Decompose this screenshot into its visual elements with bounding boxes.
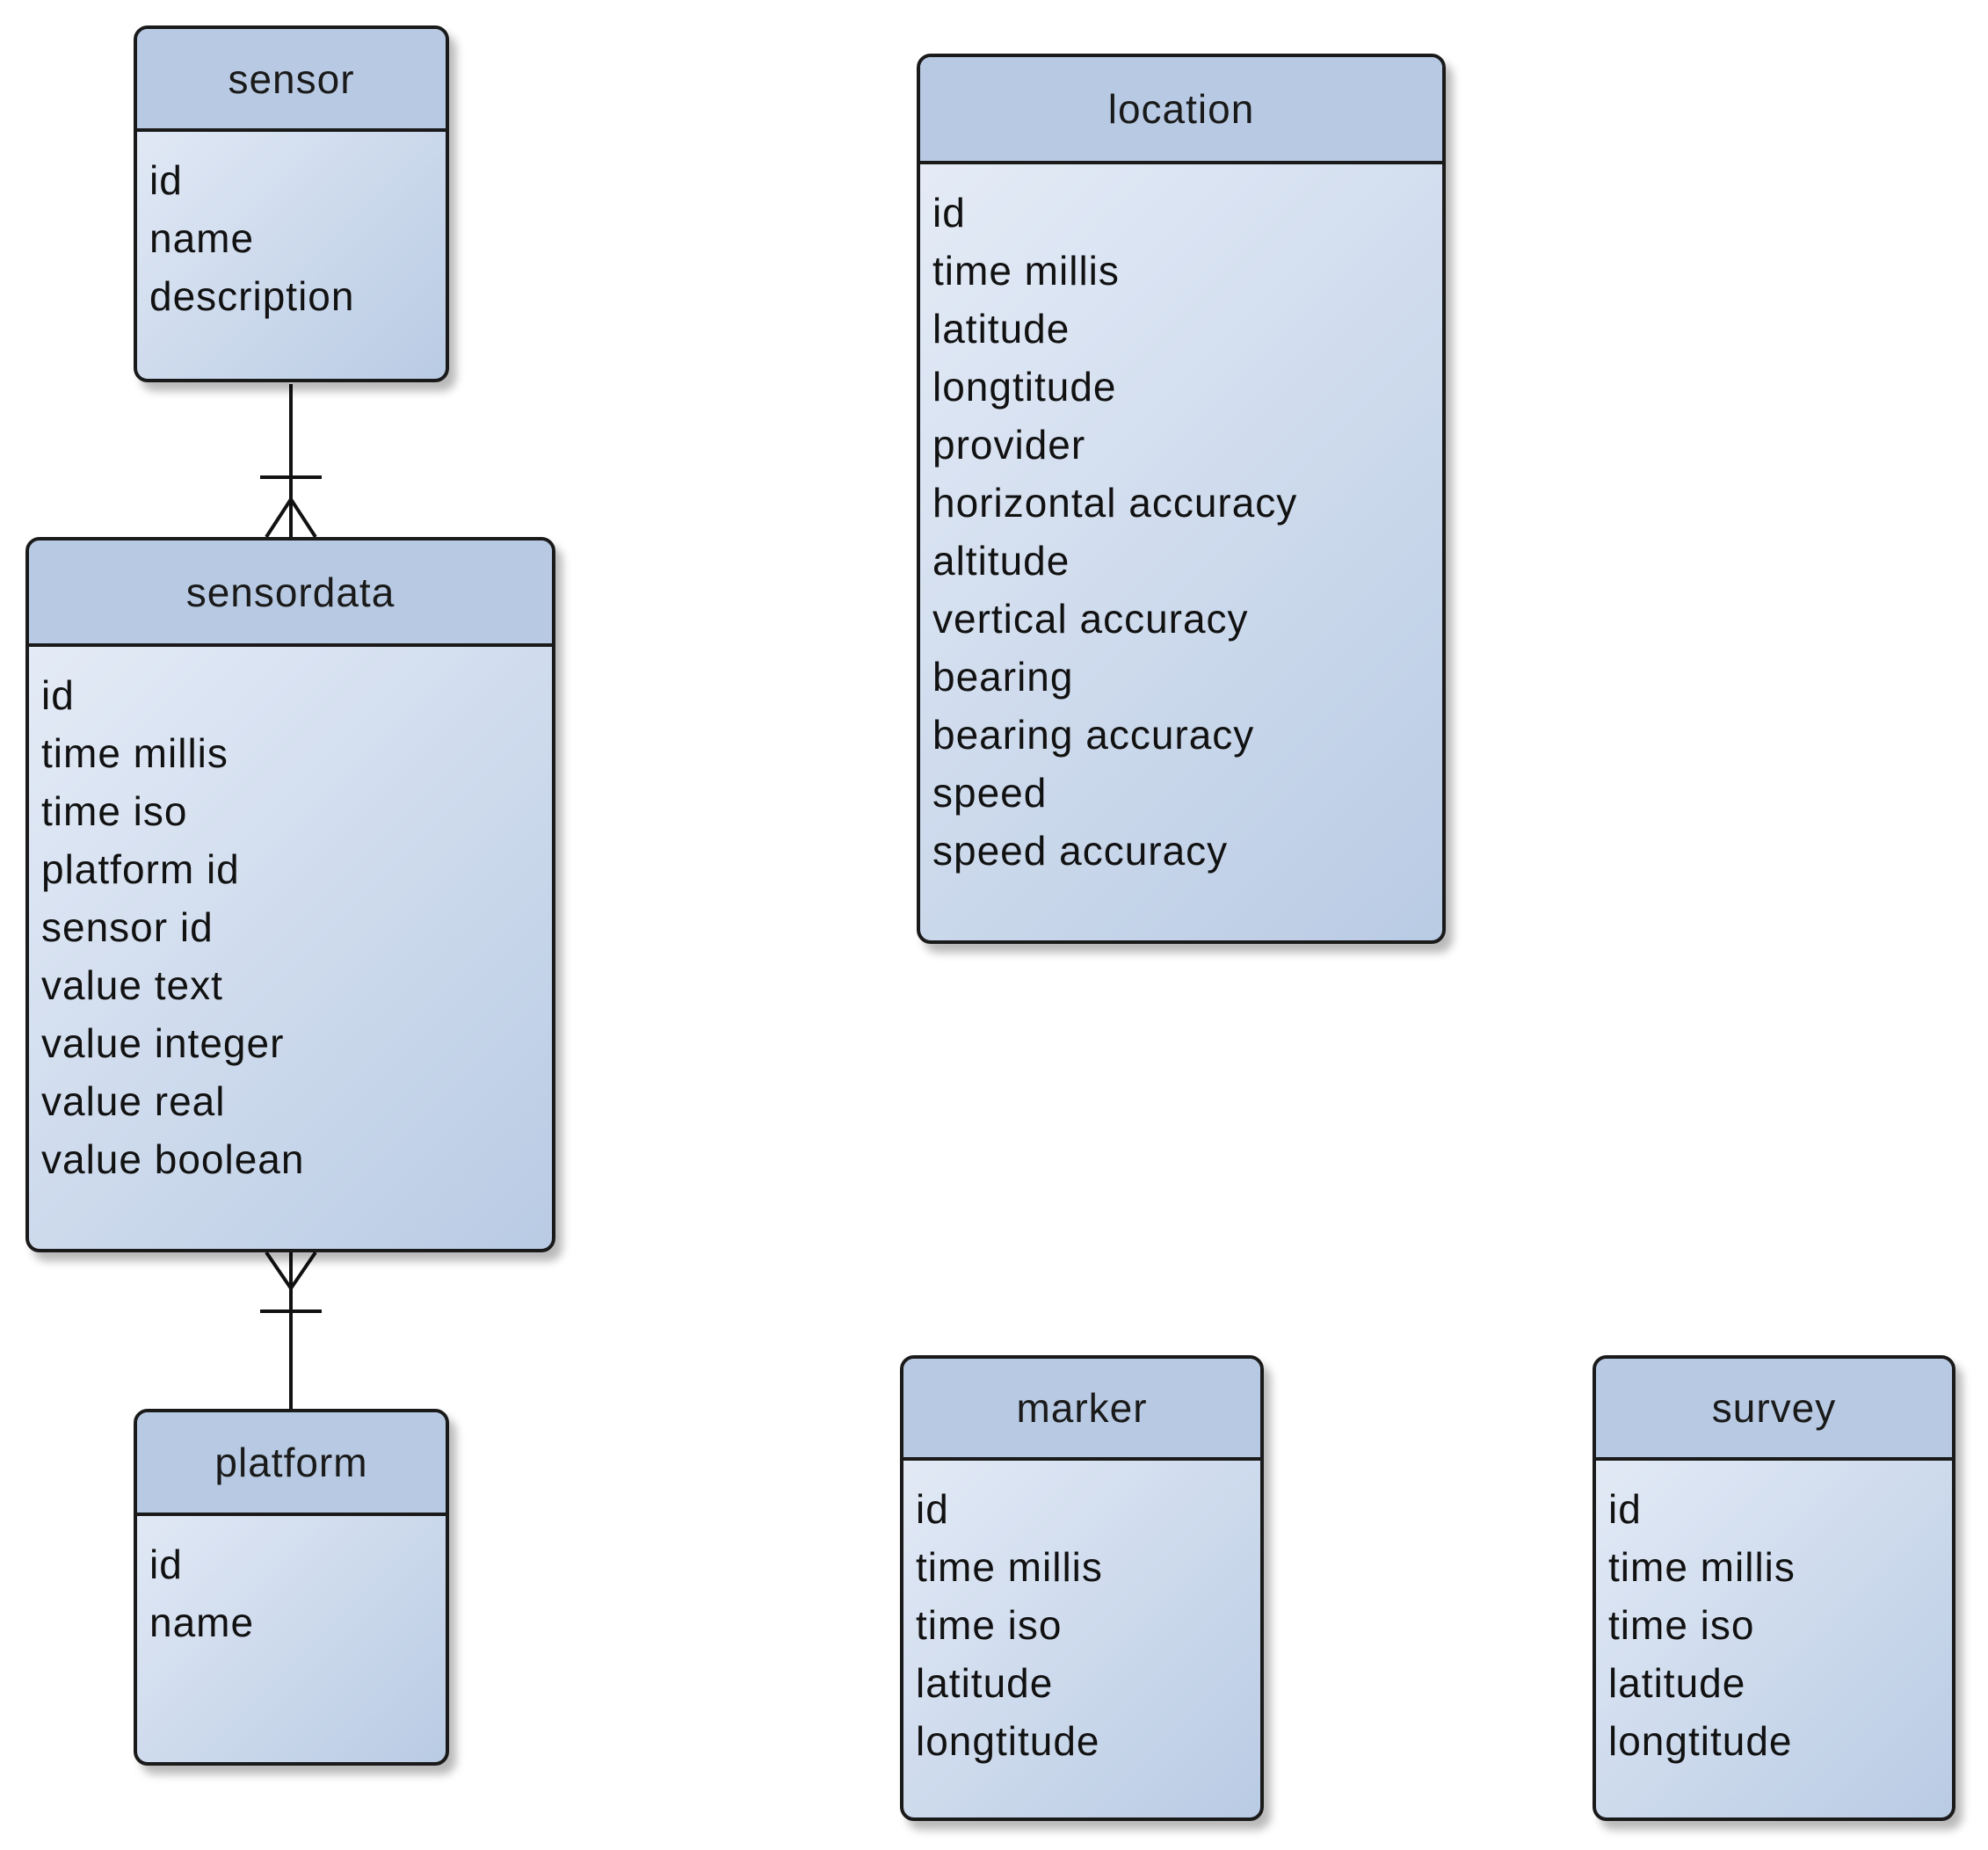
entity-field: time iso — [916, 1602, 1063, 1648]
entity-field: platform id — [41, 846, 240, 892]
entity-field: time millis — [916, 1544, 1103, 1590]
entity-field: longtitude — [932, 364, 1117, 410]
entity-field: provider — [932, 422, 1086, 468]
entity-field: bearing — [932, 654, 1074, 700]
entity-field: id — [149, 1542, 183, 1587]
field-list: id time millis time iso platform id sensor i… — [29, 647, 552, 1188]
entity-field: bearing accuracy — [932, 712, 1255, 758]
many-crowfoot — [265, 496, 317, 539]
entity-field: time millis — [1608, 1544, 1796, 1590]
entity-field: time iso — [41, 788, 188, 834]
entity-field: id — [1608, 1486, 1642, 1532]
entity-field: id — [932, 190, 966, 236]
entity-field: time millis — [932, 248, 1120, 294]
entity-field: time millis — [41, 730, 229, 776]
entity-field: id — [149, 157, 183, 203]
entity-platform[interactable]: platform id name — [134, 1409, 449, 1766]
entity-field: time iso — [1608, 1602, 1755, 1648]
entity-field: speed — [932, 770, 1048, 816]
entity-field: name — [149, 215, 255, 261]
entity-field: longtitude — [916, 1718, 1100, 1764]
entity-survey[interactable]: survey id time millis time iso latitude long… — [1593, 1355, 1955, 1821]
field-list: id name description — [137, 132, 446, 325]
entity-field: value boolean — [41, 1136, 305, 1182]
entity-sensor[interactable]: sensor id name description — [134, 25, 449, 382]
entity-field: id — [41, 672, 75, 718]
entity-title: platform — [137, 1412, 446, 1516]
entity-title: sensor — [137, 29, 446, 132]
field-list: id time millis time iso latitude longtitude — [903, 1461, 1260, 1770]
entity-field: value integer — [41, 1020, 285, 1066]
entity-field: sensor id — [41, 904, 214, 950]
entity-location[interactable]: location id time millis latitude longtitude… — [917, 54, 1446, 944]
entity-title: location — [920, 57, 1442, 164]
entity-title: sensordata — [29, 540, 552, 647]
relationship-sensor-sensordata — [260, 384, 322, 539]
entity-field: horizontal accuracy — [932, 480, 1298, 526]
field-list: id name — [137, 1516, 446, 1651]
entity-field: vertical accuracy — [932, 596, 1249, 642]
entity-field: description — [149, 273, 355, 319]
many-crowfoot — [265, 1251, 317, 1292]
entity-field: latitude — [1608, 1660, 1746, 1706]
entity-field: id — [916, 1486, 949, 1532]
entity-field: altitude — [932, 538, 1070, 584]
entity-field: value text — [41, 962, 223, 1008]
entity-field: speed accuracy — [932, 828, 1229, 874]
entity-marker[interactable]: marker id time millis time iso latitude long… — [900, 1355, 1264, 1821]
entity-field: latitude — [916, 1660, 1054, 1706]
entity-field: longtitude — [1608, 1718, 1793, 1764]
entity-title: marker — [903, 1359, 1260, 1461]
entity-sensordata[interactable]: sensordata id time millis time iso platform… — [25, 537, 555, 1252]
relationship-platform-sensordata — [260, 1251, 322, 1409]
entity-field: name — [149, 1600, 255, 1645]
field-list: id time millis time iso latitude longtitude — [1596, 1461, 1952, 1770]
entity-field: latitude — [932, 306, 1070, 352]
entity-title: survey — [1596, 1359, 1952, 1461]
field-list: id time millis latitude longtitude provider h… — [920, 164, 1442, 880]
entity-field: value real — [41, 1078, 226, 1124]
